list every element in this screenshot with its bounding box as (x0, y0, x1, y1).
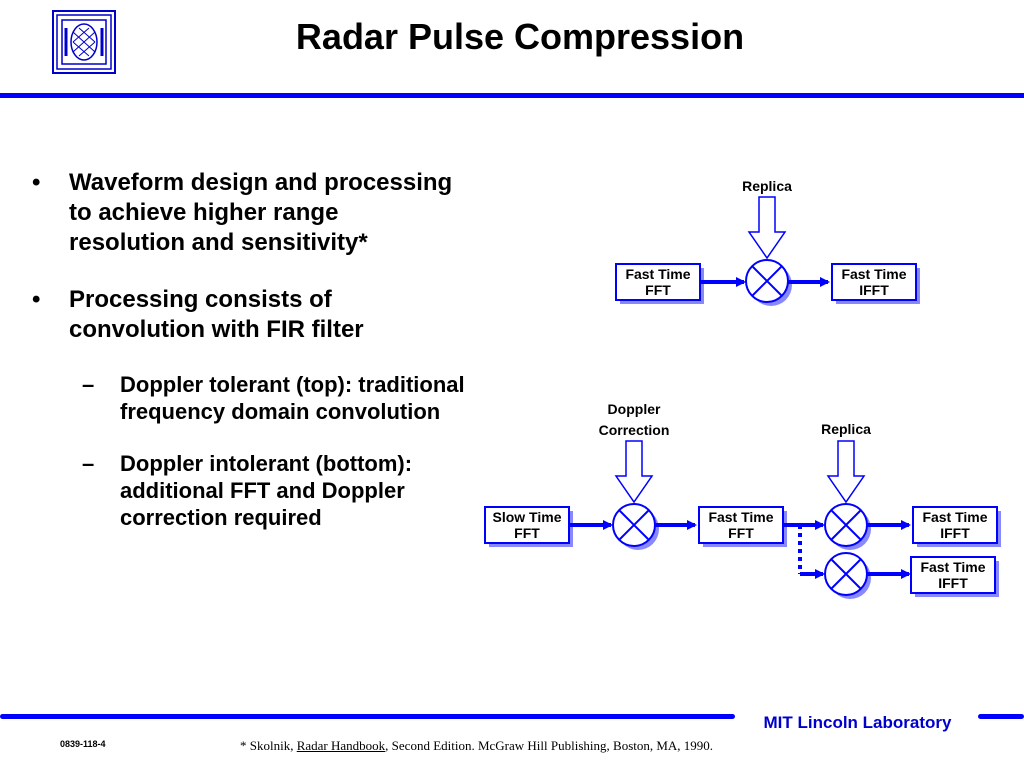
citation: * Skolnik, Radar Handbook, Second Editio… (240, 738, 713, 754)
footer-divider-right (978, 714, 1024, 719)
bottom-ifft-box-1: Fast Time IFFT (912, 506, 1001, 547)
sub-bullet-marker: – (82, 372, 95, 397)
slow-fft-label-1: Slow Time (493, 509, 562, 525)
branch-multiplier-icon (824, 552, 871, 599)
bullet-2-line-1: Processing consists of (69, 286, 332, 313)
replica-multiplier-icon (824, 503, 871, 550)
top-replica-label: Replica (742, 178, 792, 194)
sub-bullet-2-line-1: Doppler intolerant (bottom): (120, 451, 413, 476)
bottom-ifft-box-2: Fast Time IFFT (910, 556, 999, 597)
top-ifft-label-2: IFFT (859, 282, 889, 298)
bullet-marker: • (32, 169, 41, 196)
doppler-multiplier-icon (612, 503, 659, 550)
fast-fft-label-1: Fast Time (708, 509, 773, 525)
bullet-marker: • (32, 286, 41, 313)
sub-bullet-marker: – (82, 451, 95, 476)
top-fft-label-2: FFT (645, 282, 671, 298)
doppler-correction-arrow (614, 440, 654, 504)
citation-suffix: , Second Edition. McGraw Hill Publishing… (385, 738, 714, 753)
slow-fft-label-2: FFT (514, 525, 540, 541)
bottom-fast-fft-box: Fast Time FFT (698, 506, 787, 547)
footer-divider-left (0, 714, 735, 719)
top-fft-label-1: Fast Time (625, 266, 690, 282)
bottom-replica-label: Replica (821, 421, 871, 437)
ifft-1-label-1: Fast Time (922, 509, 987, 525)
lincoln-lab-logo-icon (52, 10, 116, 74)
sub-bullet-1-line-2: frequency domain convolution (120, 399, 441, 424)
ifft-2-label-1: Fast Time (920, 559, 985, 575)
sub-bullet-2-line-3: correction required (120, 505, 322, 530)
page-title: Radar Pulse Compression (295, 16, 745, 57)
bullet-1-line-2: to achieve higher range (69, 199, 339, 226)
top-ifft-label-1: Fast Time (841, 266, 906, 282)
ifft-2-label-2: IFFT (938, 575, 968, 591)
top-replica-arrow (747, 196, 787, 260)
ifft-1-label-2: IFFT (940, 525, 970, 541)
doppler-correction-label-2: Correction (599, 422, 670, 438)
bullet-1: • Waveform design and processing to achi… (32, 168, 512, 260)
citation-title: Radar Handbook (296, 738, 386, 753)
document-number: 0839-118-4 (60, 739, 106, 749)
bottom-replica-arrow (826, 440, 866, 504)
sub-bullet-2-line-2: additional FFT and Doppler (120, 478, 405, 503)
top-multiplier-icon (745, 259, 792, 306)
lab-name: MIT Lincoln Laboratory (763, 713, 952, 732)
top-ifft-box: Fast Time IFFT (831, 263, 920, 304)
bullet-2: • Processing consists of convolution wit… (32, 285, 512, 347)
top-fft-box: Fast Time FFT (615, 263, 704, 304)
bullet-1-line-1: Waveform design and processing (69, 169, 453, 196)
sub-bullet-1: – Doppler tolerant (top): traditional fr… (82, 371, 532, 427)
header-divider (0, 93, 1024, 98)
sub-bullet-1-line-1: Doppler tolerant (top): traditional (120, 372, 465, 397)
bullet-2-line-2: convolution with FIR filter (69, 316, 364, 343)
doppler-correction-label-1: Doppler (608, 401, 661, 417)
bullet-1-line-3: resolution and sensitivity* (69, 229, 368, 256)
fast-fft-label-2: FFT (728, 525, 754, 541)
slow-time-fft-box: Slow Time FFT (484, 506, 573, 547)
sub-bullet-2: – Doppler intolerant (bottom): additiona… (82, 450, 532, 534)
citation-prefix: * Skolnik, (240, 738, 297, 753)
